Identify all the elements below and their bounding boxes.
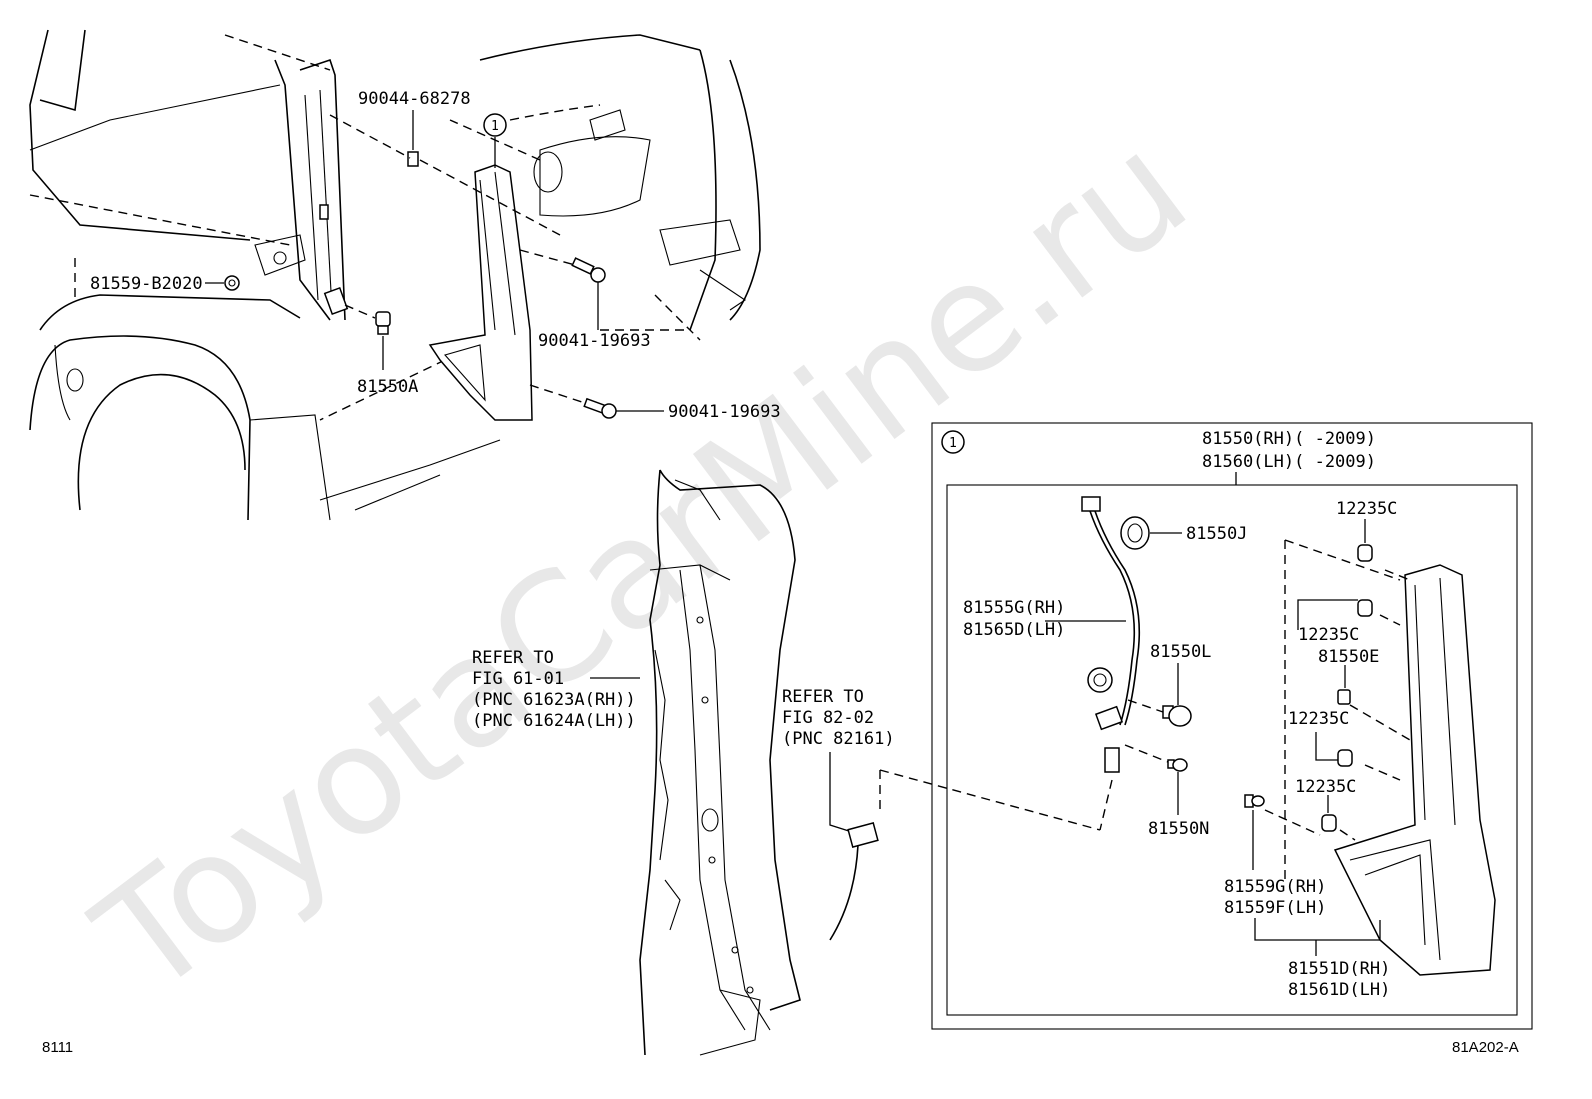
watermark: ToyotaCarMine.ru <box>66 101 1218 1029</box>
svg-text:(PNC 82161): (PNC 82161) <box>782 729 895 749</box>
bulb-icon <box>1162 705 1192 727</box>
svg-text:FIG 82-02: FIG 82-02 <box>782 708 874 728</box>
svg-text:REFER TO: REFER TO <box>472 648 554 668</box>
clip-icon <box>407 151 419 167</box>
part-label-12235C-1: 12235C <box>1336 499 1397 519</box>
grommet-icon <box>375 311 391 335</box>
bolt-icon <box>583 397 617 419</box>
part-label-81559G: 81559G(RH) <box>1224 877 1326 897</box>
screw-icon <box>1337 689 1351 705</box>
part-label-81550E: 81550E <box>1318 647 1379 667</box>
callout-marker-icon <box>483 113 507 137</box>
part-label-90044-68278: 90044-68278 <box>358 89 471 109</box>
part-label-81550N: 81550N <box>1148 819 1209 839</box>
grommet-icon <box>1357 544 1373 562</box>
part-label-81565D: 81565D(LH) <box>963 620 1065 640</box>
bolt-icon <box>571 257 606 283</box>
fasteners-upper <box>205 110 664 419</box>
assembly-title-rh: 81550(RH)( -2009) <box>1202 429 1376 449</box>
refer-note-fig-61-01: REFER TO FIG 61-01 (PNC 61623A(RH)) (PNC… <box>472 648 640 731</box>
part-label-12235C-4: 12235C <box>1295 777 1356 797</box>
bulb-icon <box>1244 794 1265 808</box>
svg-text:(PNC 61624A(LH)): (PNC 61624A(LH)) <box>472 711 636 731</box>
lamp-assembly-box: 1 81550(RH)( -2009) 81560(LH)( -2009) <box>931 422 1533 1030</box>
vehicle-rear-quarter <box>29 29 761 521</box>
socket-icon <box>1120 516 1150 550</box>
svg-text:(PNC 61623A(RH)): (PNC 61623A(RH)) <box>472 690 636 710</box>
grommet-icon <box>1337 749 1353 767</box>
quarter-pillar-panel <box>639 469 801 1056</box>
part-label-81550A: 81550A <box>357 377 418 397</box>
part-label-90041-19693-b: 90041-19693 <box>668 402 781 422</box>
part-label-81559F: 81559F(LH) <box>1224 898 1326 918</box>
bulb-icon <box>1167 758 1188 772</box>
part-label-12235C-3: 12235C <box>1288 709 1349 729</box>
svg-text:REFER TO: REFER TO <box>782 687 864 707</box>
callout-marker-icon <box>941 430 965 454</box>
footer-left-code: 8111 <box>42 1039 73 1056</box>
callout-marker-label: 1 <box>949 436 957 451</box>
part-label-81559-B2020: 81559-B2020 <box>90 274 203 294</box>
part-label-12235C-2: 12235C <box>1298 625 1359 645</box>
part-label-81561D: 81561D(LH) <box>1288 980 1390 1000</box>
part-label-81555G: 81555G(RH) <box>963 598 1065 618</box>
refer-note-fig-82-02: REFER TO FIG 82-02 (PNC 82161) <box>782 687 1101 941</box>
wire-harness <box>1045 496 1192 831</box>
svg-text:FIG 61-01: FIG 61-01 <box>472 669 564 689</box>
part-label-81550J: 81550J <box>1186 524 1247 544</box>
assembly-title-lh: 81560(LH)( -2009) <box>1202 452 1376 472</box>
footer-right-code: 81A202-A <box>1452 1039 1519 1056</box>
nut-icon <box>224 275 240 291</box>
grommet-icon <box>1357 599 1373 617</box>
part-label-81550L: 81550L <box>1150 642 1211 662</box>
part-label-81551D: 81551D(RH) <box>1288 959 1390 979</box>
callout-marker-label: 1 <box>491 119 499 134</box>
connector-icon <box>847 822 879 848</box>
grommet-icon <box>1321 814 1337 832</box>
tail-lamp-assembly <box>1244 519 1496 976</box>
part-label-90041-19693-a: 90041-19693 <box>538 331 651 351</box>
tail-lamp-upper: 1 <box>428 113 533 421</box>
